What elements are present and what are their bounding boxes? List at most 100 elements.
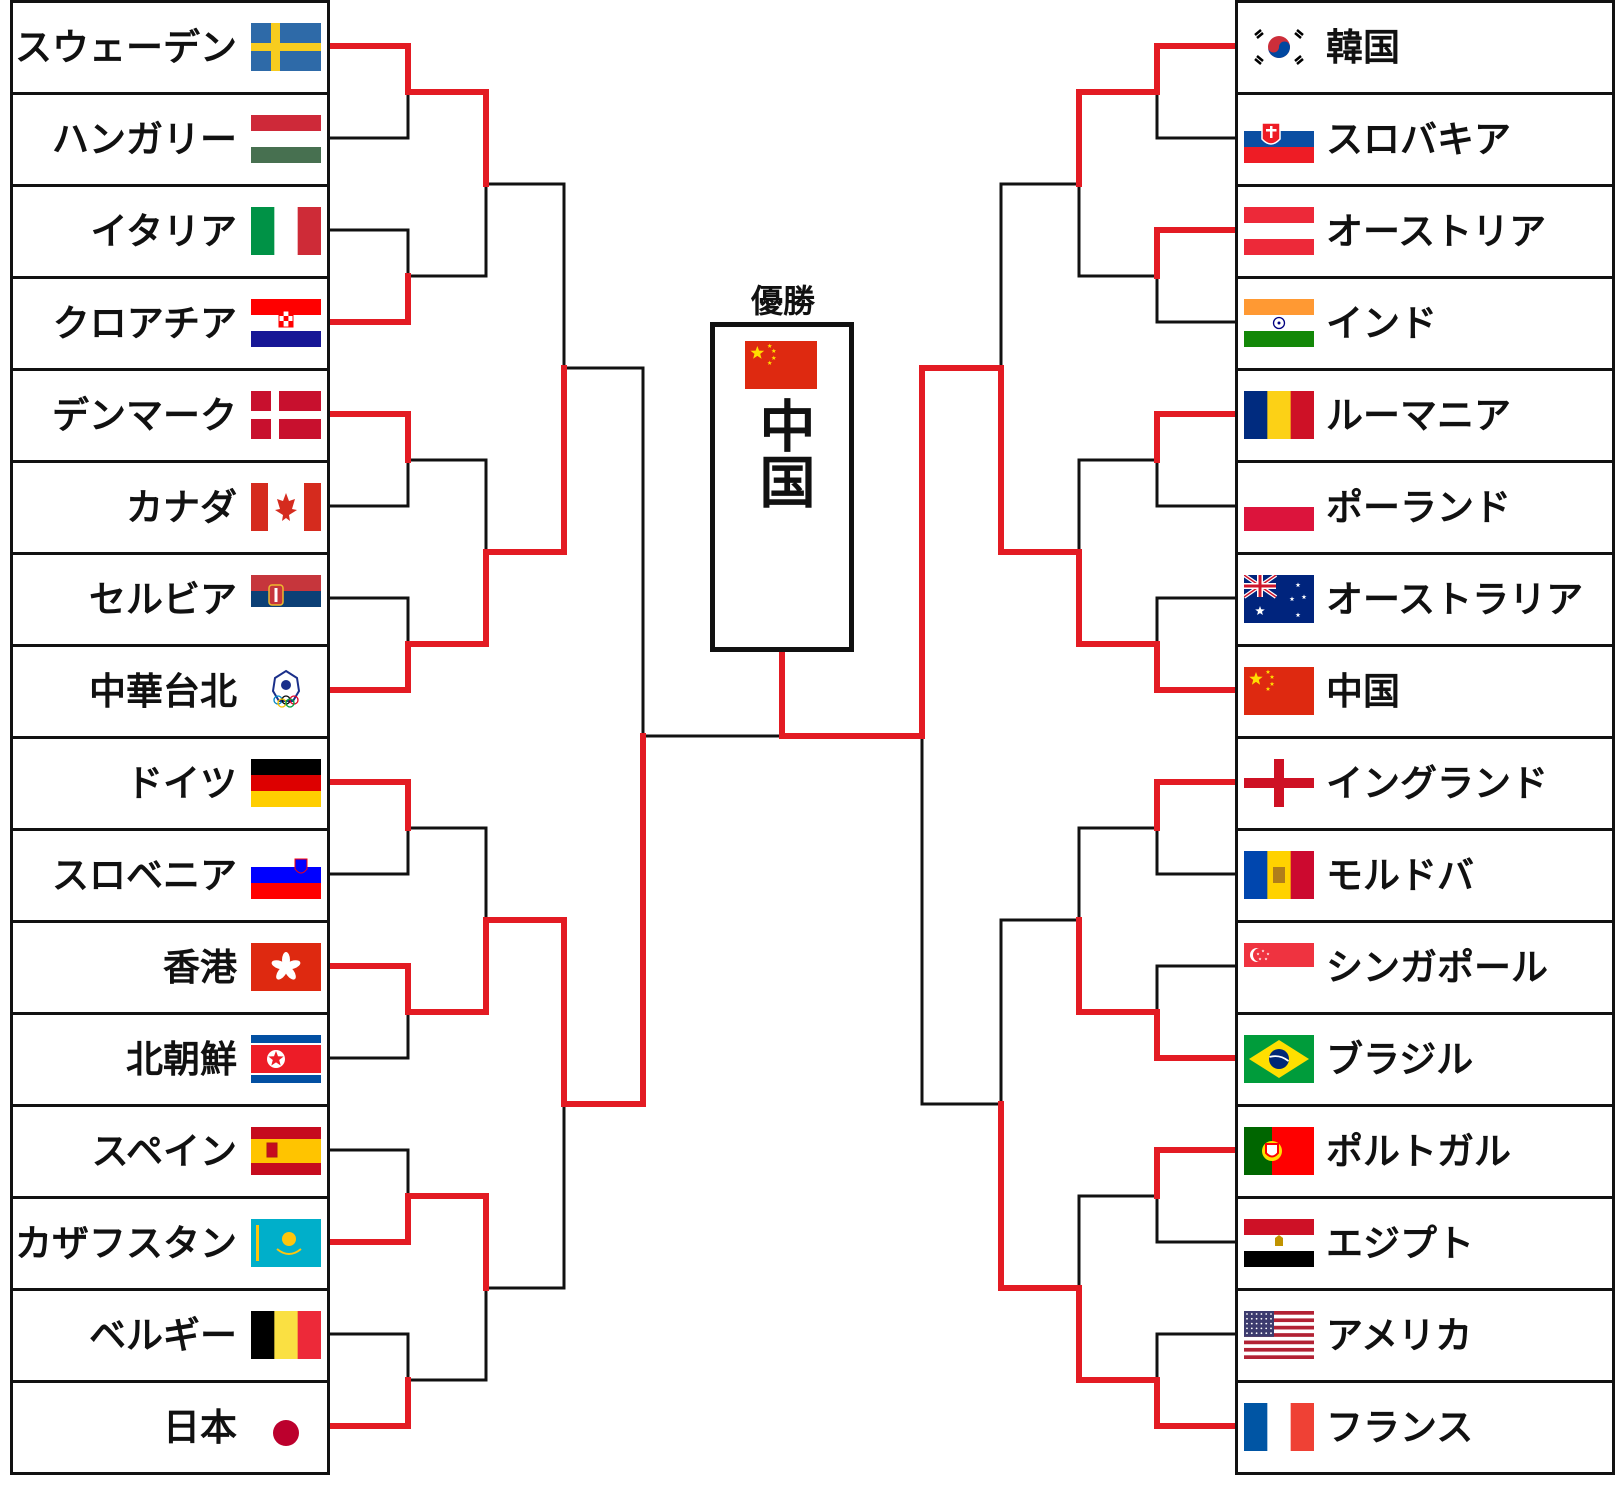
team-box-india: インド [1235, 276, 1615, 371]
brazil-flag-icon [1244, 1035, 1314, 1083]
team-box-australia: オーストラリア [1235, 552, 1615, 647]
team-name: 中国 [1326, 670, 1400, 713]
sweden-flag-icon [251, 23, 321, 71]
south-korea-flag-icon [1244, 23, 1314, 71]
champion-box: 中国 [710, 322, 854, 652]
team-name: ポルトガル [1326, 1130, 1511, 1173]
team-box-slovenia: スロベニア [10, 828, 330, 923]
team-name: オーストリア [1326, 210, 1547, 253]
team-name: スウェーデン [15, 26, 237, 69]
team-box-hong-kong: 香港 [10, 920, 330, 1015]
germany-flag-icon [251, 759, 321, 807]
india-flag-icon [1244, 299, 1314, 347]
usa-flag-icon [1244, 1311, 1314, 1359]
france-flag-icon [1244, 1403, 1314, 1451]
team-box-sweden: スウェーデン [10, 0, 330, 95]
singapore-flag-icon [1244, 943, 1314, 991]
denmark-flag-icon [251, 391, 321, 439]
team-name: ルーマニア [1326, 394, 1511, 437]
portugal-flag-icon [1244, 1127, 1314, 1175]
champion-name: 中国 [750, 397, 815, 509]
team-name: エジプト [1326, 1222, 1474, 1265]
team-name: シンガポール [1326, 946, 1548, 989]
hungary-flag-icon [251, 115, 321, 163]
italy-flag-icon [251, 207, 321, 255]
team-box-canada: カナダ [10, 460, 330, 555]
team-box-france: フランス [1235, 1380, 1615, 1475]
team-box-japan: 日本 [10, 1380, 330, 1475]
slovenia-flag-icon [251, 851, 321, 899]
egypt-flag-icon [1244, 1219, 1314, 1267]
team-name: 韓国 [1326, 26, 1400, 69]
team-name: ベルギー [89, 1314, 237, 1357]
team-box-brazil: ブラジル [1235, 1012, 1615, 1107]
team-box-south-korea: 韓国 [1235, 0, 1615, 95]
croatia-flag-icon [251, 299, 321, 347]
team-name: フランス [1326, 1406, 1474, 1449]
canada-flag-icon [251, 483, 321, 531]
team-name: モルドバ [1326, 854, 1474, 897]
team-box-spain: スペイン [10, 1104, 330, 1199]
team-name: カナダ [126, 486, 237, 529]
team-box-croatia: クロアチア [10, 276, 330, 371]
belgium-flag-icon [251, 1311, 321, 1359]
team-name: ドイツ [126, 762, 237, 805]
team-box-usa: アメリカ [1235, 1288, 1615, 1383]
china-flag-icon [1244, 667, 1314, 715]
team-box-china: 中国 [1235, 644, 1615, 739]
team-name: ポーランド [1326, 486, 1511, 529]
australia-flag-icon [1244, 575, 1314, 623]
team-box-poland: ポーランド [1235, 460, 1615, 555]
team-box-austria: オーストリア [1235, 184, 1615, 279]
hong-kong-flag-icon [251, 943, 321, 991]
england-flag-icon [1244, 759, 1314, 807]
team-name: 日本 [163, 1406, 237, 1449]
team-name: デンマーク [52, 394, 237, 437]
serbia-flag-icon [251, 575, 321, 623]
team-name: スロベニア [52, 854, 237, 897]
champion-label: 優勝 [750, 282, 815, 320]
team-box-singapore: シンガポール [1235, 920, 1615, 1015]
china-flag-icon [745, 341, 817, 389]
team-name: 中華台北 [89, 670, 237, 713]
team-box-hungary: ハンガリー [10, 92, 330, 187]
team-box-kazakhstan: カザフスタン [10, 1196, 330, 1291]
team-name: オーストラリア [1326, 578, 1584, 621]
team-box-belgium: ベルギー [10, 1288, 330, 1383]
team-box-serbia: セルビア [10, 552, 330, 647]
team-box-north-korea: 北朝鮮 [10, 1012, 330, 1107]
team-name: 香港 [163, 946, 237, 989]
japan-flag-icon [251, 1403, 321, 1451]
team-name: ハンガリー [52, 118, 237, 161]
austria-flag-icon [1244, 207, 1314, 255]
team-box-portugal: ポルトガル [1235, 1104, 1615, 1199]
team-name: クロアチア [52, 302, 237, 345]
team-box-denmark: デンマーク [10, 368, 330, 463]
chinese-taipei-flag-icon [251, 667, 321, 715]
team-name: セルビア [89, 578, 237, 621]
team-box-moldova: モルドバ [1235, 828, 1615, 923]
team-name: 北朝鮮 [126, 1038, 237, 1081]
north-korea-flag-icon [251, 1035, 321, 1083]
team-name: インド [1326, 302, 1437, 345]
team-name: アメリカ [1326, 1314, 1473, 1357]
team-name: カザフスタン [15, 1222, 237, 1265]
team-name: スロバキア [1326, 118, 1511, 161]
team-box-romania: ルーマニア [1235, 368, 1615, 463]
spain-flag-icon [251, 1127, 321, 1175]
team-name: イタリア [90, 210, 237, 253]
moldova-flag-icon [1244, 851, 1314, 899]
team-name: イングランド [1326, 762, 1548, 805]
team-box-egypt: エジプト [1235, 1196, 1615, 1291]
team-box-england: イングランド [1235, 736, 1615, 831]
team-box-germany: ドイツ [10, 736, 330, 831]
slovakia-flag-icon [1244, 115, 1314, 163]
team-box-slovakia: スロバキア [1235, 92, 1615, 187]
romania-flag-icon [1244, 391, 1314, 439]
team-name: ブラジル [1326, 1038, 1474, 1081]
kazakhstan-flag-icon [251, 1219, 321, 1267]
poland-flag-icon [1244, 483, 1314, 531]
team-box-chinese-taipei: 中華台北 [10, 644, 330, 739]
team-box-italy: イタリア [10, 184, 330, 279]
